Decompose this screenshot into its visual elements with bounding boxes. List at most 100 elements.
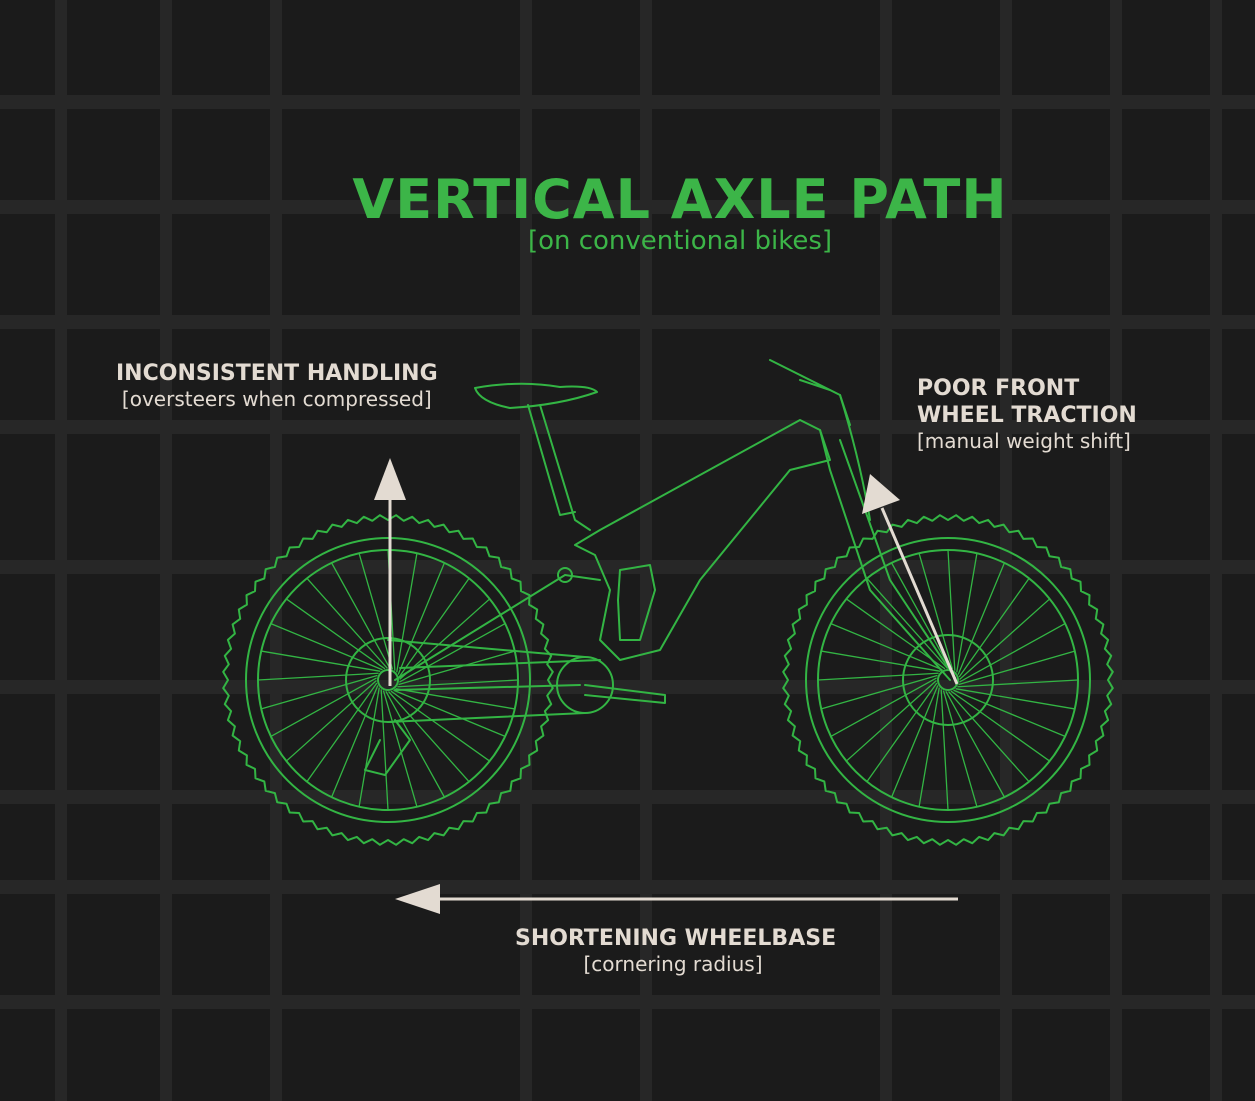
- annotation-handling: INCONSISTENT HANDLING [oversteers when c…: [116, 360, 438, 411]
- tire: [222, 514, 554, 846]
- spoke: [958, 650, 1076, 686]
- front-rotor: [902, 634, 994, 726]
- spoke: [330, 685, 379, 798]
- spoke: [950, 690, 1051, 762]
- grid-line: [55, 0, 67, 1101]
- spoke: [957, 562, 1006, 675]
- fork: [819, 429, 956, 681]
- grid-line: [880, 0, 892, 1101]
- spoke: [330, 562, 391, 669]
- annotation-traction: POOR FRONT WHEEL TRACTION [manual weight…: [917, 375, 1137, 453]
- diagonal-arrow-shaft: [880, 507, 959, 685]
- grid-line: [0, 200, 1255, 214]
- spoke: [955, 688, 1076, 710]
- grid-line: [0, 560, 1255, 574]
- spoke: [956, 552, 978, 673]
- spoke: [398, 650, 516, 686]
- spoke: [260, 650, 381, 672]
- spoke: [399, 598, 491, 680]
- spoke: [382, 690, 418, 808]
- vertical-arrow-head: [374, 458, 406, 500]
- spoke: [959, 598, 1051, 680]
- shock: [617, 564, 656, 641]
- spoke: [959, 622, 1066, 683]
- rim: [817, 549, 1079, 811]
- grid-line: [0, 995, 1255, 1009]
- spoke: [845, 598, 946, 670]
- spoke: [918, 687, 940, 808]
- grid-line: [0, 420, 1255, 434]
- front-wheel: [782, 514, 1114, 846]
- grid-line: [640, 0, 652, 1101]
- shock-pivot: [557, 567, 573, 583]
- handlebar: [769, 359, 851, 426]
- spoke: [830, 622, 943, 671]
- spoke: [397, 562, 446, 675]
- grid-line: [520, 0, 532, 1101]
- spoke: [399, 622, 506, 683]
- seat-tube: [539, 404, 591, 531]
- grid-line: [0, 880, 1255, 894]
- annotation-heading: INCONSISTENT HANDLING: [116, 361, 438, 386]
- rear-wheel: [222, 514, 554, 846]
- spoke: [958, 577, 1030, 678]
- hub: [937, 669, 959, 691]
- horizontal-arrow-head: [395, 884, 440, 914]
- diagram-subtitle: [on conventional bikes]: [527, 226, 833, 256]
- chain: [387, 639, 586, 723]
- spoke: [390, 690, 491, 762]
- diagram-title: VERTICAL AXLE PATH: [352, 168, 1008, 231]
- seatpost: [527, 404, 576, 516]
- annotation-detail: [cornering radius]: [583, 952, 763, 976]
- spoke: [380, 689, 389, 811]
- spoke: [385, 691, 446, 798]
- spoke: [306, 682, 378, 783]
- spoke: [398, 577, 470, 678]
- spoke: [866, 577, 948, 669]
- spoke: [817, 672, 939, 681]
- spoke: [890, 685, 939, 798]
- spoke: [285, 598, 386, 670]
- derailleur: [364, 719, 411, 776]
- rim: [805, 537, 1091, 823]
- tire: [782, 514, 1114, 846]
- spoke: [820, 650, 941, 672]
- annotation-heading-line1: POOR FRONT: [917, 376, 1080, 401]
- spoke: [830, 677, 937, 738]
- annotation-detail: [manual weight shift]: [917, 429, 1131, 453]
- grid-line: [0, 315, 1255, 329]
- frame: [574, 419, 831, 661]
- chain-stay: [394, 659, 601, 691]
- spoke: [270, 677, 377, 738]
- spoke: [957, 679, 1079, 688]
- diagonal-arrow-head: [862, 474, 900, 514]
- spoke: [947, 549, 956, 671]
- spoke: [395, 688, 516, 710]
- spoke: [397, 679, 519, 688]
- spoke: [890, 562, 951, 669]
- grid-line: [160, 0, 172, 1101]
- spoke: [866, 682, 938, 783]
- spoke: [306, 577, 388, 669]
- spoke: [358, 687, 380, 808]
- annotation-heading-line2: WHEEL TRACTION: [917, 403, 1137, 428]
- grid-line: [0, 95, 1255, 109]
- spoke: [260, 674, 378, 710]
- annotation-heading: SHORTENING WHEELBASE: [515, 926, 837, 951]
- spoke: [942, 690, 978, 808]
- grid-line: [270, 0, 282, 1101]
- spoke: [285, 680, 377, 762]
- spoke: [945, 691, 1006, 798]
- spoke: [396, 552, 418, 673]
- spoke: [358, 552, 394, 670]
- saddle: [474, 382, 598, 409]
- rear-cassette: [345, 637, 431, 723]
- spoke: [918, 552, 954, 670]
- annotation-wheelbase: SHORTENING WHEELBASE [cornering radius]: [515, 925, 837, 976]
- crank-arm: [584, 684, 666, 704]
- spoke: [845, 680, 937, 762]
- spoke: [940, 689, 949, 811]
- grid-line: [1210, 0, 1222, 1101]
- spoke: [820, 674, 938, 710]
